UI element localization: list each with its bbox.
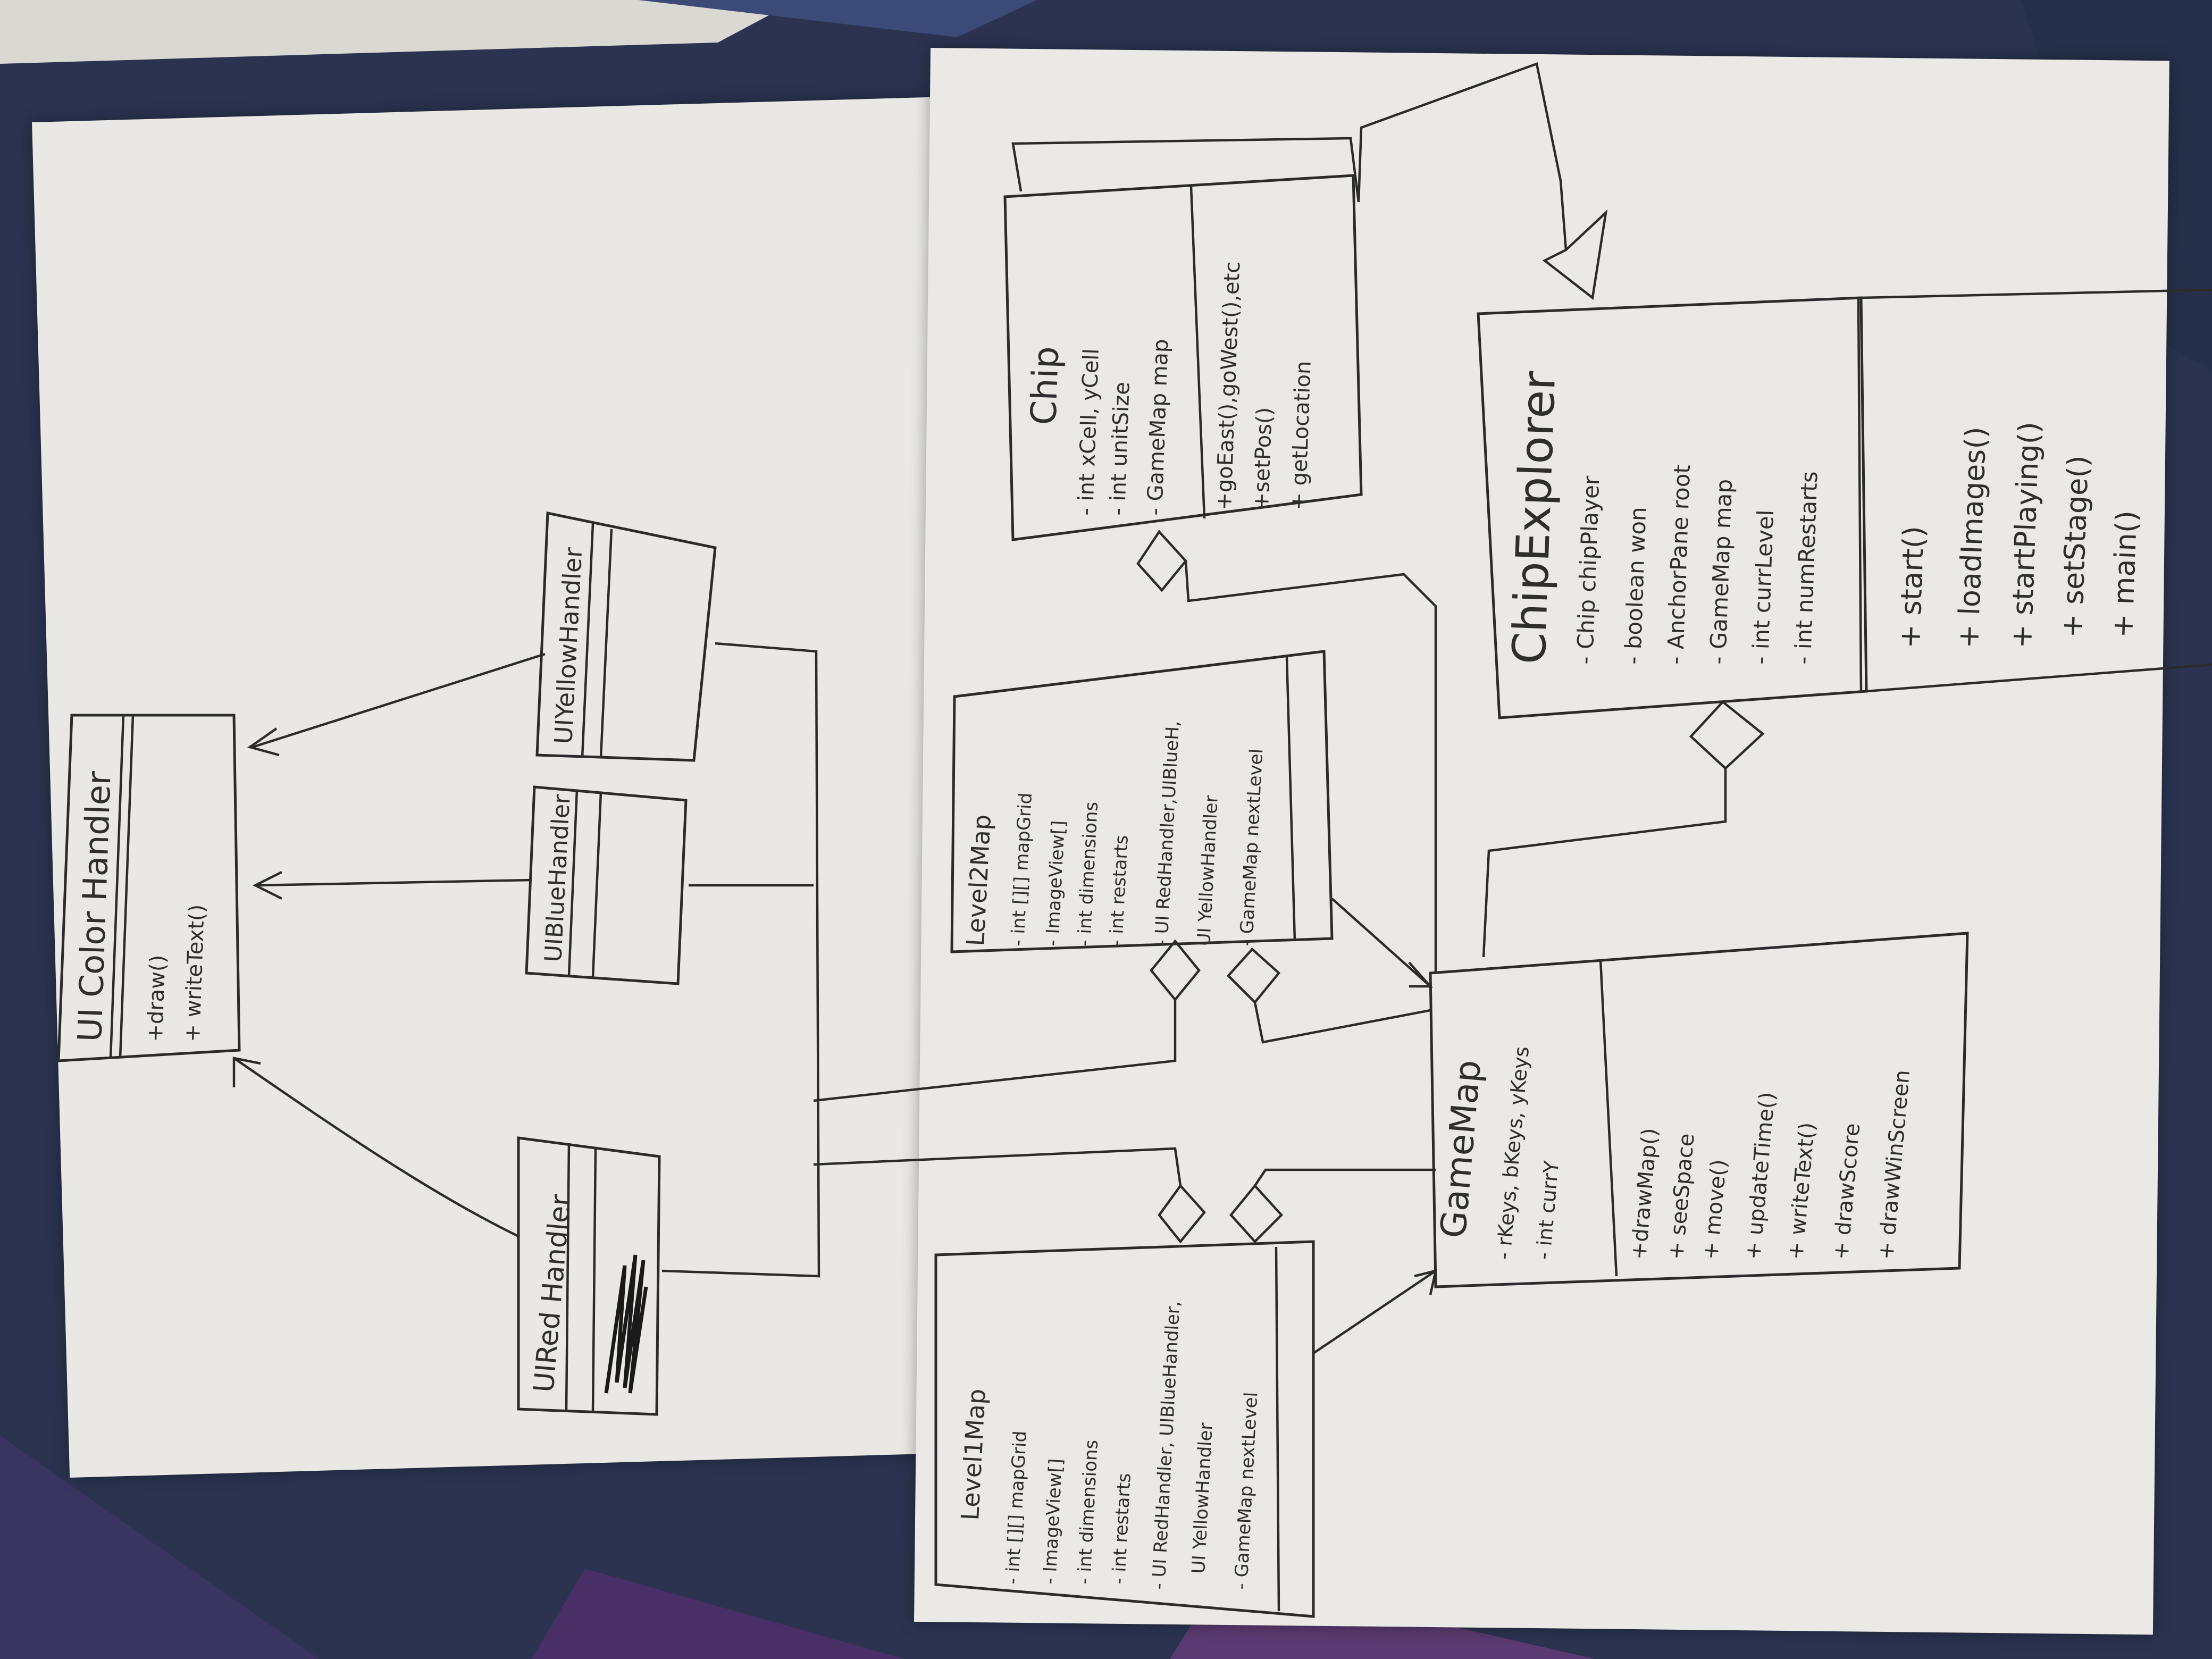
chip-explorer-method: + loadImages() <box>1951 426 1993 649</box>
chip-explorer-title: ChipExplorer <box>1503 370 1566 665</box>
ui-red-handler-title: UIRed Handler <box>528 1193 577 1394</box>
gamemap-attribute: - rKeys, bKeys, yKeys <box>1492 1045 1534 1261</box>
aggregation-diamond <box>1136 530 1187 592</box>
chip-title: Chip <box>1023 346 1067 426</box>
level2map-attribute: - int restarts <box>1105 834 1133 946</box>
level2map-attribute: - int dimensions <box>1074 801 1102 947</box>
chip-explorer-attribute: - Chip chipPlayer <box>1572 475 1604 665</box>
chip-explorer-attribute: - int currLevel <box>1747 509 1779 665</box>
level1map-attribute: - int dimensions <box>1074 1439 1102 1585</box>
class-chip-explorer: ChipExplorer - Chip chipPlayer - boolean… <box>1477 288 2212 719</box>
class-ui-yellow-handler: UIYellowHandler <box>535 511 717 762</box>
aggregation-diamond <box>1226 947 1281 1004</box>
chip-explorer-method: + setStage() <box>2055 455 2095 638</box>
level1map-attribute: - UI RedHandler, UIBlueHandler, <box>1148 1300 1184 1590</box>
chip-attribute: - int xCell, yCell <box>1074 348 1104 516</box>
ui-color-handler-method: +draw() <box>143 954 171 1042</box>
class-ui-blue-handler: UIBlueHandler <box>525 785 688 985</box>
level2map-attribute: UI YellowHandler <box>1193 794 1222 946</box>
chip-method: +goEast(),goWest(),etc <box>1212 261 1245 510</box>
class-gamemap: GameMap - rKeys, bKeys, yKeys - int curr… <box>1429 932 1969 1288</box>
aggregation-diamond <box>1150 939 1201 1002</box>
gamemap-attribute: - int currY <box>1531 1160 1563 1261</box>
inheritance-arrows <box>232 652 546 1238</box>
ui-color-handler-method: + writeText() <box>180 904 210 1042</box>
class-ui-red-handler: UIRed Handler <box>517 1136 661 1416</box>
association-lines <box>661 62 1765 1354</box>
class-level2map: Level2Map - int [][] mapGrid - ImageView… <box>950 650 1334 953</box>
chip-attribute: - GameMap map <box>1143 339 1174 516</box>
gamemap-title: GameMap <box>1432 1058 1489 1239</box>
level1map-attribute: - ImageView[] <box>1039 1458 1067 1585</box>
gamemap-method: + seeSpace <box>1664 1133 1699 1261</box>
level1map-attribute: UI YellowHandler <box>1188 1422 1217 1574</box>
chip-explorer-method: + start() <box>1893 525 1931 649</box>
gamemap-method: + writeText() <box>1783 1121 1820 1261</box>
aggregation-diamond <box>1542 209 1608 300</box>
level2map-attribute: - UI RedHandler,UIBlueH, <box>1151 720 1184 946</box>
gamemap-method: + drawScore <box>1829 1122 1865 1261</box>
chip-explorer-method: + startPlaying() <box>2005 421 2046 649</box>
class-level1map: Level1Map - int [][] mapGrid - ImageView… <box>934 1240 1315 1618</box>
chip-method: +setPos() <box>1249 407 1277 510</box>
ui-color-handler-title: UI Color Handler <box>70 770 119 1043</box>
aggregation-diamond <box>1229 1184 1284 1244</box>
gamemap-method: + drawWinScreen <box>1874 1069 1915 1261</box>
chip-attribute: - int unitSize <box>1105 381 1135 516</box>
chip-explorer-method: + main() <box>2106 510 2143 639</box>
ui-yellow-handler-title: UIYellowHandler <box>549 547 588 744</box>
gamemap-method: +drawMap() <box>1627 1127 1662 1261</box>
aggregation-diamond <box>1158 1184 1206 1244</box>
level1map-title: Level1Map <box>956 1388 991 1521</box>
chip-explorer-attribute: - AnchorPane root <box>1662 464 1695 665</box>
level2map-attribute: - ImageView[] <box>1042 820 1069 947</box>
chip-method: + getLocation <box>1286 361 1316 511</box>
gamemap-method: + move() <box>1698 1158 1731 1260</box>
level1map-attribute: - int [][] mapGrid <box>1002 1430 1031 1585</box>
level2map-attribute: - int [][] mapGrid <box>1007 792 1036 947</box>
gamemap-method: + updateTime() <box>1741 1091 1780 1261</box>
class-ui-color-handler: UI Color Handler +draw() + writeText() <box>57 714 241 1062</box>
class-chip: Chip - int xCell, yCell - int unitSize -… <box>1003 137 1363 541</box>
level1map-attribute: - GameMap nextLevel <box>1230 1392 1262 1590</box>
scribbled-out-member <box>604 1254 648 1394</box>
level2map-attribute: - GameMap nextLevel <box>1236 748 1267 947</box>
chip-explorer-attribute: - int numRestarts <box>1790 471 1823 665</box>
aggregation-diamond <box>1689 700 1765 770</box>
level1map-attribute: - int restarts <box>1108 1472 1135 1585</box>
chip-explorer-attribute: - GameMap map <box>1705 479 1737 665</box>
chip-explorer-attribute: - boolean won <box>1620 506 1651 665</box>
level2map-title: Level2Map <box>961 814 996 946</box>
